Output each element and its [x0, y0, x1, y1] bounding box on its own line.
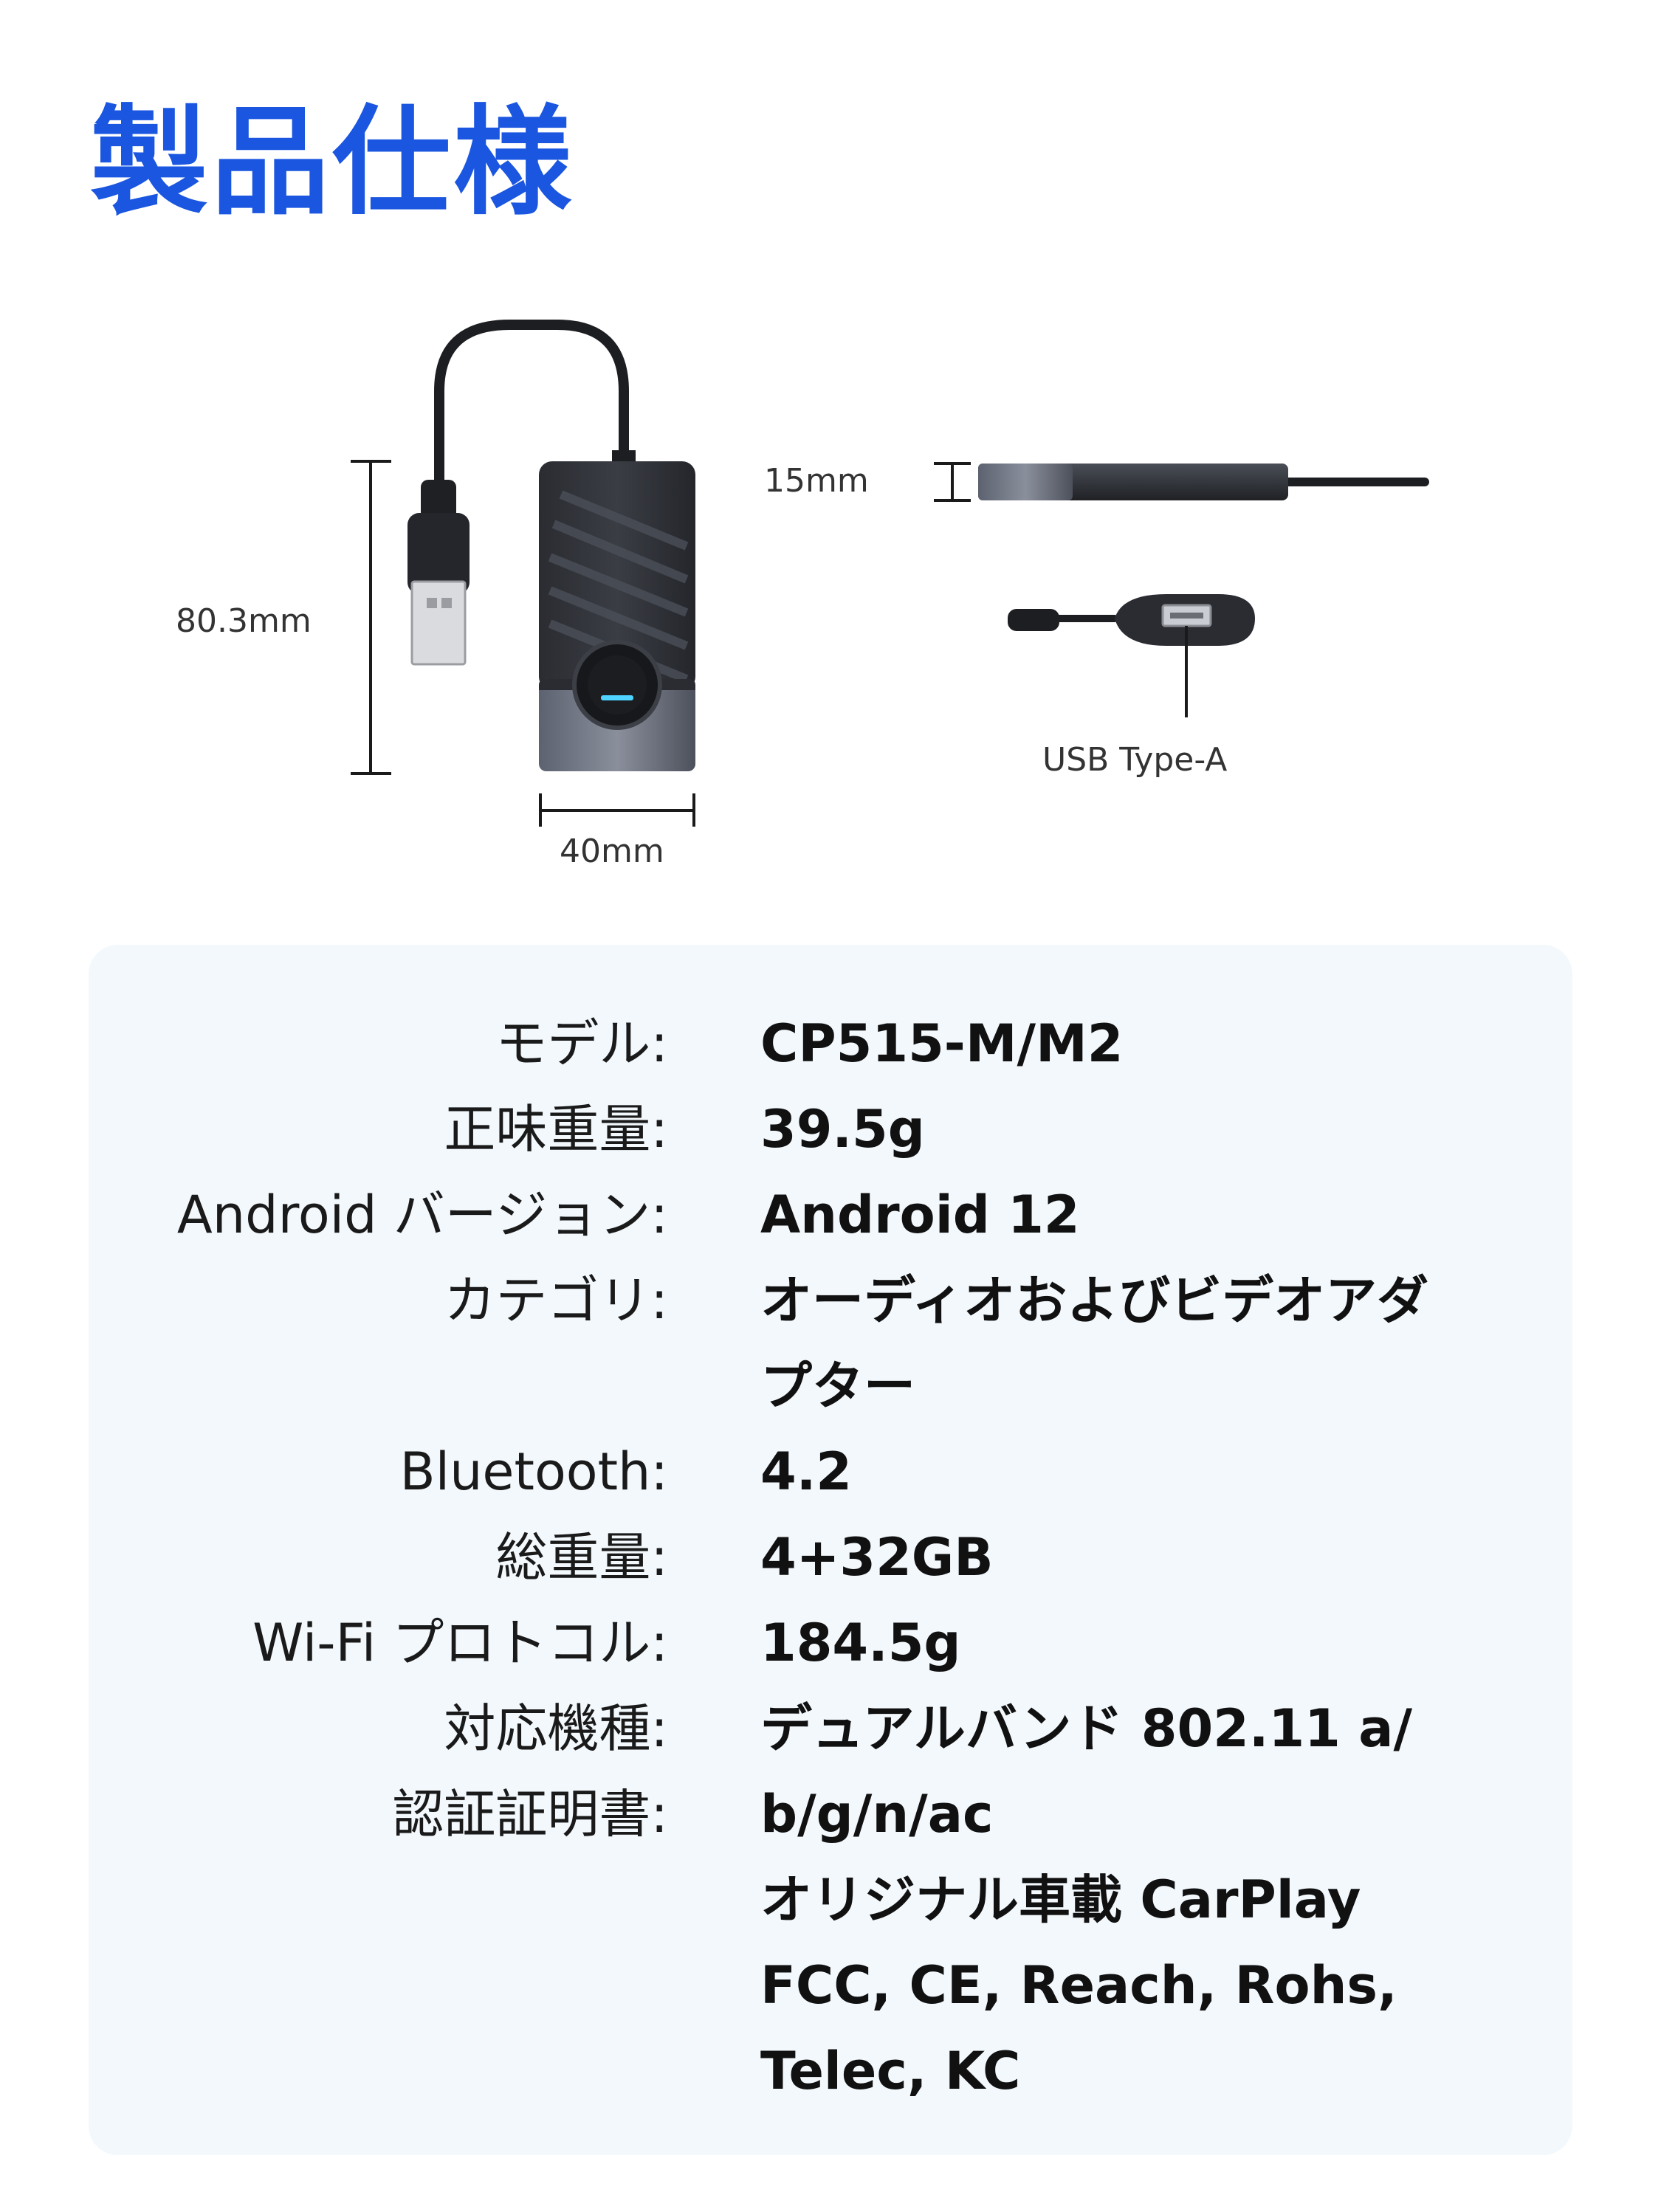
- spec-value: 39.5g: [760, 1099, 925, 1160]
- spec-panel: モデル: 正味重量: Android バージョン: カテゴリ: Bluetoot…: [89, 945, 1572, 2155]
- spec-label-model: モデル:: [495, 1013, 668, 1074]
- height-label: 80.3mm: [176, 602, 312, 640]
- spec-label-bluetooth: Bluetooth:: [399, 1441, 668, 1502]
- thickness-label: 15mm: [764, 462, 869, 500]
- width-label: 40mm: [560, 833, 664, 870]
- spec-value: 4+32GB: [760, 1527, 994, 1588]
- spec-label-net-weight: 正味重量:: [444, 1099, 668, 1160]
- spec-value: FCC, CE, Reach, Rohs,: [760, 1955, 1397, 2016]
- page-title: 製品仕様: [90, 93, 575, 231]
- spec-label-android-version: Android バージョン:: [176, 1185, 668, 1245]
- product-dimension-diagram: 80.3mm 40mm 15mm USB Type-A: [0, 280, 1661, 886]
- spec-label-certification: 認証証明書:: [392, 1784, 668, 1844]
- spec-value: 184.5g: [760, 1613, 961, 1673]
- port-label: USB Type-A: [1042, 741, 1228, 779]
- cable: [434, 320, 629, 544]
- spec-label-wifi-protocol: Wi-Fi プロトコル:: [252, 1613, 668, 1673]
- spec-label-total-weight: 総重量:: [495, 1527, 668, 1588]
- spec-values-column: CP515-M/M2 39.5g Android 12 オーディオおよびビデオア…: [760, 1001, 1558, 2114]
- height-dimension: [351, 460, 391, 775]
- width-dimension: [539, 793, 695, 827]
- adapter-side-view: [978, 464, 1429, 500]
- spec-labels-column: モデル: 正味重量: Android バージョン: カテゴリ: Bluetoot…: [177, 1001, 668, 1857]
- spec-value: オリジナル車載 CarPlay: [760, 1870, 1361, 1930]
- spec-label-compatible-models: 対応機種:: [444, 1698, 668, 1759]
- spec-value: Telec, KC: [760, 2041, 1021, 2101]
- spec-value: プター: [760, 1356, 915, 1416]
- spec-value: オーディオおよびビデオアダ: [760, 1270, 1429, 1331]
- thickness-dimension: [934, 462, 971, 502]
- spec-value: 4.2: [760, 1441, 853, 1502]
- usb-plug: [407, 480, 470, 666]
- spec-value: Android 12: [760, 1185, 1080, 1245]
- spec-label-category: カテゴリ:: [444, 1270, 668, 1331]
- adapter-body: [539, 450, 695, 771]
- spec-value: b/g/n/ac: [760, 1784, 994, 1844]
- product-illustration: [351, 320, 1429, 827]
- adapter-end-view: [1008, 594, 1255, 717]
- spec-value: CP515-M/M2: [760, 1013, 1124, 1074]
- spec-label-spacer: [177, 1343, 668, 1429]
- spec-value: デュアルバンド 802.11 a/: [760, 1698, 1413, 1759]
